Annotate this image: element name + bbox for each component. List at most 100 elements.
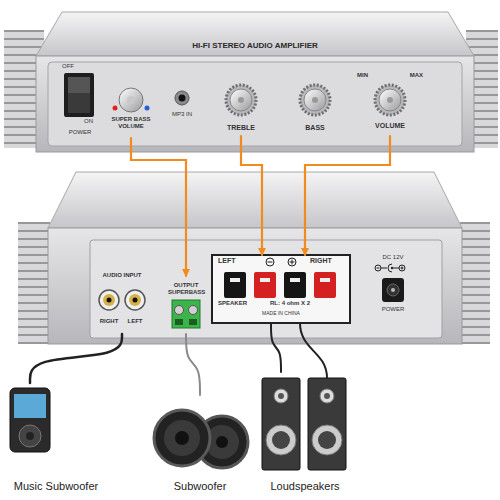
music-player-illustration (14, 394, 46, 418)
back-amplifier (48, 172, 462, 228)
panel-text: MIN (357, 72, 381, 79)
dc-jack-symbol (387, 284, 399, 296)
dc-jack-symbol (401, 268, 404, 269)
mp3-jack-symbol (175, 91, 189, 105)
knob-symbol (226, 85, 256, 115)
speaker-terminal-symbol (314, 272, 336, 298)
knob-symbol (375, 85, 405, 115)
superbass-knob-symbol (119, 88, 143, 112)
front-amplifier (4, 12, 498, 152)
front-amplifier (48, 62, 462, 146)
panel-text: SUPER BASS VOLUME (108, 116, 154, 130)
back-amplifier (18, 172, 490, 344)
knob-symbol (304, 89, 326, 111)
knob-symbol (226, 85, 405, 115)
panel-text: LEFT (218, 257, 252, 265)
switch-label: ON (84, 118, 104, 125)
treble-knob: TREBLE (222, 84, 260, 136)
loudspeaker-illustration (300, 323, 327, 378)
green-terminal-symbol (172, 300, 200, 328)
music-player-illustration (10, 388, 50, 452)
panel-text: TREBLE (222, 124, 260, 132)
knob-symbol (230, 89, 252, 111)
panel-text: BASS (296, 124, 334, 132)
panel-text: VOLUME (355, 122, 425, 130)
knob-symbol (387, 97, 393, 103)
subwoofer-illustration (175, 431, 189, 445)
speaker-terminal-symbol (268, 262, 273, 263)
dc-jack-symbol (381, 268, 387, 269)
speaker-terminal-symbol (266, 258, 274, 266)
rca-jack-symbol (99, 290, 119, 310)
superbass-knob-symbol (145, 106, 150, 111)
speaker-wire (186, 334, 200, 395)
mp3-jack-symbol (175, 91, 189, 105)
panel-text: RIGHT (96, 318, 122, 325)
dc-jack-symbol (391, 288, 395, 292)
panel-text: LEFT (122, 318, 148, 325)
loudspeaker-illustration (308, 378, 346, 470)
knob-symbol (300, 85, 330, 115)
speaker-terminal-symbol (212, 255, 350, 323)
back-amplifier (90, 240, 442, 338)
rca-jack-symbol (103, 294, 115, 306)
front-amplifier (36, 12, 474, 56)
speaker-terminal-symbol (230, 278, 240, 282)
loudspeaker-illustration (324, 393, 330, 399)
panel-text: AUDIO INPUT (96, 272, 148, 279)
switch-label: OFF (62, 63, 86, 70)
subwoofer: Subwoofer (150, 395, 250, 495)
knob-symbol (379, 89, 401, 111)
power-switch (68, 77, 90, 93)
superbass-knob-symbol (113, 106, 118, 111)
panel-text: RIGHT (310, 257, 346, 265)
loudspeakers: Loudspeakers (255, 372, 355, 495)
rca-jack-symbol (107, 298, 112, 303)
subwoofer-illustration (154, 410, 210, 466)
panel-text: OUTPUT SUPERBASS (168, 282, 204, 296)
speaker-terminal-symbol (290, 278, 300, 282)
amplifier-front-panel: HI-FI STEREO AUDIO AMPLIFIERSUPER BASS V… (30, 38, 475, 153)
speaker-terminal-symbol (254, 272, 276, 298)
power-spec: DC 12V (372, 254, 414, 261)
loudspeaker-illustration (272, 431, 290, 449)
front-amplifier (36, 56, 474, 152)
panel-text: Loudspeakers (255, 480, 355, 493)
dc-jack-symbol (399, 265, 405, 271)
audio-cable (30, 334, 122, 383)
green-terminal-symbol (175, 319, 183, 325)
rca-jack-symbol (133, 298, 138, 303)
power-label: POWER (372, 306, 414, 313)
back-amplifier (460, 222, 490, 344)
music-player-illustration (19, 425, 41, 447)
knob-symbol (238, 97, 244, 103)
panel-text: MAX (399, 72, 423, 79)
dc-jack-symbol (382, 278, 404, 302)
green-terminal-symbol (189, 306, 198, 315)
panel-text: SPEAKER (218, 300, 258, 307)
panel-text: Subwoofer (150, 480, 250, 493)
bass-knob: BASS (296, 84, 334, 136)
loudspeaker-illustration (320, 389, 334, 403)
loudspeaker-illustration (318, 431, 336, 449)
volume-knob: MIN MAX VOLUME (355, 72, 425, 136)
knob-symbol (312, 97, 318, 103)
back-amplifier (48, 228, 462, 344)
rca-jack-symbol (129, 294, 141, 306)
dc-jack-symbol (375, 265, 381, 271)
power-switch (64, 73, 94, 117)
loudspeaker-illustration (274, 389, 288, 403)
loudspeaker-illustration (312, 425, 342, 455)
green-terminal-symbol (172, 300, 200, 328)
subwoofer-illustration (154, 410, 248, 468)
superbass-knob: SUPER BASS VOLUME (108, 86, 154, 138)
speaker-terminal-symbol (212, 255, 350, 323)
green-terminal-symbol (189, 319, 197, 325)
panel-text: Music Subwoofer (2, 480, 110, 493)
music-player-illustration (26, 432, 34, 440)
control-arrow (241, 136, 262, 255)
green-terminal-symbol (175, 306, 184, 315)
speaker-terminal-symbol (320, 278, 330, 282)
